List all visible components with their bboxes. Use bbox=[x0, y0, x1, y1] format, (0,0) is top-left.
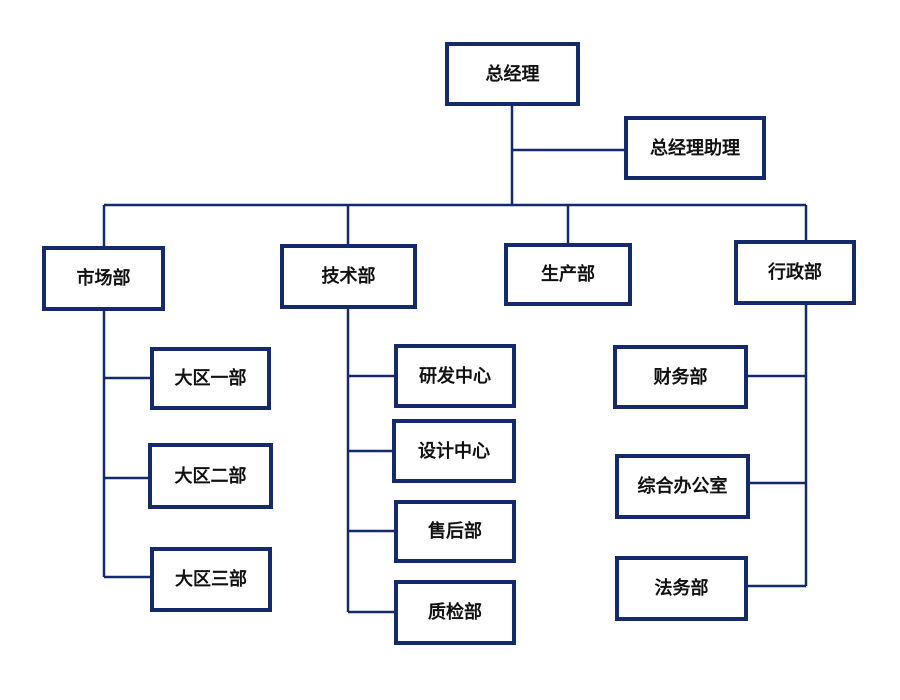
node-dept-tech: 技术部 bbox=[280, 244, 417, 309]
node-label: 技术部 bbox=[322, 265, 376, 287]
node-label: 法务部 bbox=[655, 577, 709, 599]
node-dept-admin: 行政部 bbox=[734, 240, 856, 305]
node-market-sub-3: 大区三部 bbox=[150, 547, 272, 612]
node-admin-sub-3: 法务部 bbox=[615, 556, 748, 621]
node-market-sub-2: 大区二部 bbox=[148, 443, 273, 509]
node-market-sub-1: 大区一部 bbox=[150, 347, 271, 410]
node-tech-sub-2: 设计中心 bbox=[392, 419, 516, 483]
node-label: 售后部 bbox=[428, 520, 482, 542]
node-label: 综合办公室 bbox=[638, 475, 728, 497]
node-dept-production: 生产部 bbox=[504, 243, 632, 306]
node-admin-sub-2: 综合办公室 bbox=[615, 454, 750, 519]
node-tech-sub-1: 研发中心 bbox=[394, 344, 516, 408]
node-assistant-general-manager: 总经理助理 bbox=[624, 116, 766, 180]
node-general-manager: 总经理 bbox=[445, 42, 580, 106]
node-tech-sub-4: 质检部 bbox=[394, 580, 516, 645]
node-dept-market: 市场部 bbox=[42, 246, 165, 311]
node-label: 行政部 bbox=[767, 261, 822, 283]
node-label: 市场部 bbox=[77, 267, 131, 289]
node-label: 总经理助理 bbox=[650, 137, 740, 159]
node-label: 总经理 bbox=[486, 63, 540, 85]
node-label: 大区二部 bbox=[175, 465, 247, 487]
node-label: 大区三部 bbox=[175, 568, 247, 590]
node-tech-sub-3: 售后部 bbox=[394, 500, 516, 563]
connector-lines bbox=[102, 104, 808, 614]
node-admin-sub-1: 财务部 bbox=[613, 345, 748, 409]
node-label: 研发中心 bbox=[419, 365, 491, 387]
node-label: 设计中心 bbox=[418, 440, 490, 462]
node-label: 生产部 bbox=[541, 263, 595, 285]
node-label: 质检部 bbox=[428, 601, 482, 623]
node-label: 大区一部 bbox=[175, 367, 247, 389]
node-label: 财务部 bbox=[654, 366, 708, 388]
